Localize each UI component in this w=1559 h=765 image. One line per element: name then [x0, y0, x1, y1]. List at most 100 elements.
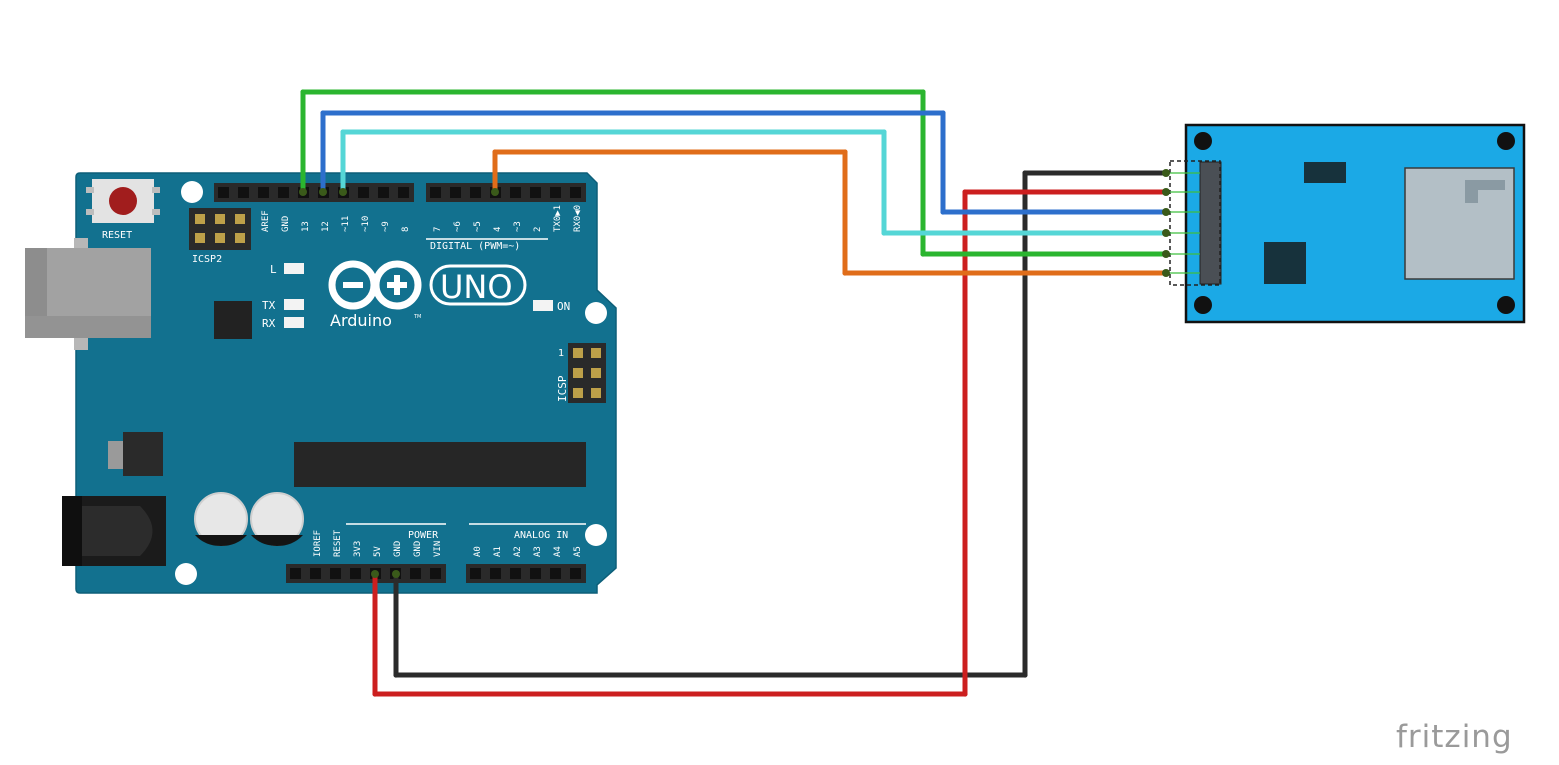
pin-label: 8: [401, 227, 411, 232]
pin-label: GND: [393, 541, 403, 557]
header-pin: [430, 187, 441, 198]
header-pin: [570, 568, 581, 579]
wire-endpoint: [1162, 169, 1170, 177]
digital-header-right: [426, 183, 586, 202]
pin-label: 12: [321, 221, 331, 232]
header-pin: [290, 568, 301, 579]
module-regulator-chip: [1264, 242, 1306, 284]
wire-endpoint: [371, 570, 379, 578]
pin-label: VIN: [433, 541, 443, 557]
usb-chip: [214, 301, 252, 339]
header-pin: [550, 187, 561, 198]
pin-label: ~10: [361, 216, 371, 232]
wire-endpoint: [1162, 269, 1170, 277]
header-pin: [510, 568, 521, 579]
mounting-hole: [1194, 296, 1212, 314]
led-rx: [284, 317, 304, 328]
arduino-logo: [328, 260, 527, 310]
header-pin: [218, 187, 229, 198]
header-pin: [430, 568, 441, 579]
header-pin: [470, 568, 481, 579]
wire-bend: [940, 110, 946, 116]
module-pin-header: [1199, 161, 1222, 285]
led-l-label: L: [270, 263, 277, 276]
pin-label: RESET: [333, 529, 343, 557]
pin-label: ~3: [513, 221, 523, 232]
power-label: POWER: [408, 530, 439, 541]
wire-bend: [1022, 672, 1028, 678]
wire-endpoint: [299, 188, 307, 196]
usb-connector: [25, 238, 151, 350]
header-pin: [310, 568, 321, 579]
pin-label: ~6: [453, 221, 463, 232]
pin-label: ~5: [473, 221, 483, 232]
header-pin: [530, 187, 541, 198]
wire-bend: [962, 189, 968, 195]
fritzing-watermark: fritzing: [1396, 719, 1513, 755]
wire-endpoint: [1162, 208, 1170, 216]
capacitor-1: [194, 492, 248, 546]
mounting-hole: [1194, 132, 1212, 150]
header-pin: [378, 187, 389, 198]
led-l: [284, 263, 304, 274]
wires: [299, 89, 1170, 697]
sd-card-slot: [1404, 167, 1515, 280]
pin-label: 4: [493, 227, 503, 232]
mounting-hole: [181, 181, 203, 203]
wire-bend: [393, 672, 399, 678]
icsp-pin1-label: 1: [558, 348, 564, 359]
pin-label: 3V3: [353, 541, 363, 557]
pin-label: A1: [493, 546, 503, 557]
wire-endpoint: [1162, 188, 1170, 196]
analog-label: ANALOG IN: [514, 530, 568, 541]
led-rx-label: RX: [262, 317, 276, 330]
uno-logo-text: UNO: [440, 268, 513, 306]
digital-header-left: [214, 183, 414, 202]
module-pin-traces: [1166, 172, 1200, 274]
header-pin: [470, 187, 481, 198]
sd-card-module: [1166, 123, 1526, 324]
wire-bend: [881, 129, 887, 135]
pin-label: 13: [301, 221, 311, 232]
wire-bend: [920, 251, 926, 257]
wire-bend: [320, 110, 326, 116]
wire-bend: [492, 149, 498, 155]
arduino-logo-text: Arduino: [330, 311, 392, 330]
icsp2-label: ICSP2: [192, 254, 222, 265]
header-pin: [410, 568, 421, 579]
wire-bend: [340, 129, 346, 135]
wire-bend: [881, 230, 887, 236]
icsp2-header: [189, 208, 251, 250]
led-tx: [284, 299, 304, 310]
pin-label: IOREF: [313, 530, 323, 557]
wire-endpoint: [339, 188, 347, 196]
reset-button[interactable]: [86, 179, 160, 223]
wire-bend: [920, 89, 926, 95]
wire-endpoint: [319, 188, 327, 196]
pin-label: TX0▶1: [553, 205, 563, 232]
icsp-header: [568, 343, 606, 403]
wire-bend: [842, 149, 848, 155]
mounting-hole: [585, 302, 607, 324]
module-small-chip: [1304, 162, 1346, 183]
voltage-regulator: [108, 432, 163, 476]
led-on: [533, 300, 553, 311]
header-pin: [490, 568, 501, 579]
pin-label: 7: [433, 227, 443, 232]
pin-label: 2: [533, 227, 543, 232]
wire-endpoint: [392, 570, 400, 578]
digital-label: DIGITAL (PWM=~): [430, 241, 520, 252]
pin-label: A2: [513, 546, 523, 557]
led-tx-label: TX: [262, 299, 276, 312]
header-pin: [358, 187, 369, 198]
dc-jack: [62, 496, 166, 566]
mounting-hole: [585, 524, 607, 546]
header-pin: [550, 568, 561, 579]
header-pin: [330, 568, 341, 579]
pin-label: A5: [573, 546, 583, 557]
header-pin: [238, 187, 249, 198]
trademark-text: TM: [413, 314, 421, 320]
